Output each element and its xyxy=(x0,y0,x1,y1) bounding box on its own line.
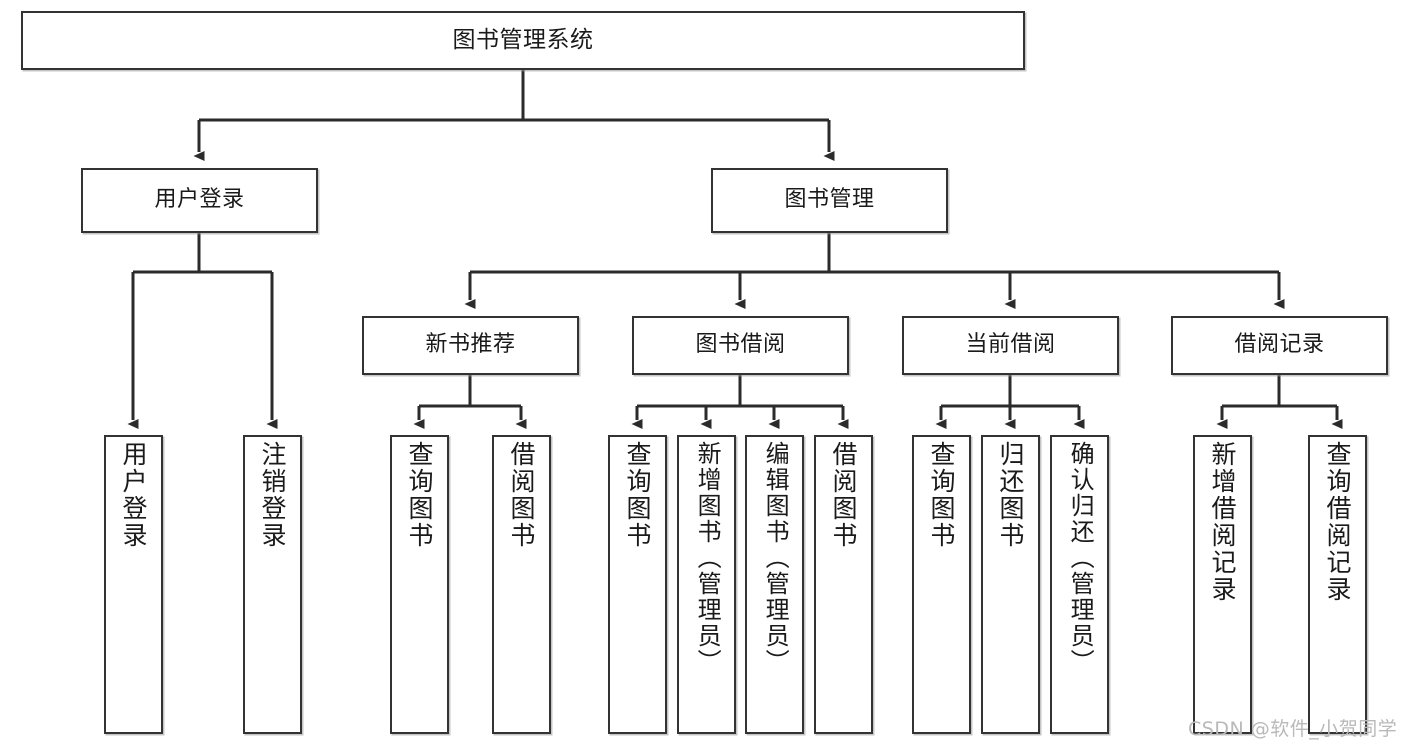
node-label: 确认归还（管理员） xyxy=(1066,441,1095,675)
leaf-add-book-admin[interactable]: 新增图书（管理员） xyxy=(677,435,736,734)
node-label: 查询借阅记录 xyxy=(1323,441,1352,603)
node-label: 当前借阅 xyxy=(965,332,1056,358)
node-label: 注销登录 xyxy=(258,441,287,549)
leaf-query-borrow-record[interactable]: 查询借阅记录 xyxy=(1308,435,1367,734)
leaf-borrow-book-recommend[interactable]: 借阅图书 xyxy=(492,435,551,734)
node-label: 图书管理系统 xyxy=(452,26,594,53)
node-user-login[interactable]: 用户登录 xyxy=(81,168,318,233)
node-label: 图书管理 xyxy=(784,187,875,213)
node-book-management[interactable]: 图书管理 xyxy=(711,168,948,233)
node-root-system[interactable]: 图书管理系统 xyxy=(21,11,1025,70)
node-label: 借阅记录 xyxy=(1234,332,1325,358)
csdn-watermark: CSDN @软件_小贺同学 xyxy=(1188,718,1398,740)
leaf-confirm-return-admin[interactable]: 确认归还（管理员） xyxy=(1050,435,1109,734)
node-label: 查询图书 xyxy=(623,441,652,549)
node-new-book-recommend[interactable]: 新书推荐 xyxy=(362,316,579,375)
node-borrow-record[interactable]: 借阅记录 xyxy=(1171,316,1388,375)
node-label: 用户登录 xyxy=(119,441,148,549)
node-label: 用户登录 xyxy=(154,187,245,213)
leaf-logout[interactable]: 注销登录 xyxy=(243,435,302,734)
node-label: 编辑图书（管理员） xyxy=(761,441,790,675)
node-label: 查询图书 xyxy=(927,441,956,549)
leaf-query-book-borrow[interactable]: 查询图书 xyxy=(608,435,667,734)
node-label: 新增图书（管理员） xyxy=(693,441,722,675)
leaf-edit-book-admin[interactable]: 编辑图书（管理员） xyxy=(745,435,804,734)
node-label: 借阅图书 xyxy=(507,441,536,549)
node-current-borrow[interactable]: 当前借阅 xyxy=(902,316,1119,375)
leaf-query-book-current[interactable]: 查询图书 xyxy=(912,435,971,734)
leaf-add-borrow-record[interactable]: 新增借阅记录 xyxy=(1193,435,1252,734)
leaf-user-login[interactable]: 用户登录 xyxy=(104,435,163,734)
node-label: 归还图书 xyxy=(996,441,1025,549)
node-label: 新书推荐 xyxy=(425,332,516,358)
leaf-return-book[interactable]: 归还图书 xyxy=(981,435,1040,734)
leaf-borrow-book[interactable]: 借阅图书 xyxy=(814,435,873,734)
node-label: 图书借阅 xyxy=(695,332,786,358)
node-label: 新增借阅记录 xyxy=(1208,441,1237,603)
node-label: 借阅图书 xyxy=(829,441,858,549)
node-label: 查询图书 xyxy=(405,441,434,549)
node-book-borrow[interactable]: 图书借阅 xyxy=(632,316,849,375)
leaf-query-book-recommend[interactable]: 查询图书 xyxy=(390,435,449,734)
